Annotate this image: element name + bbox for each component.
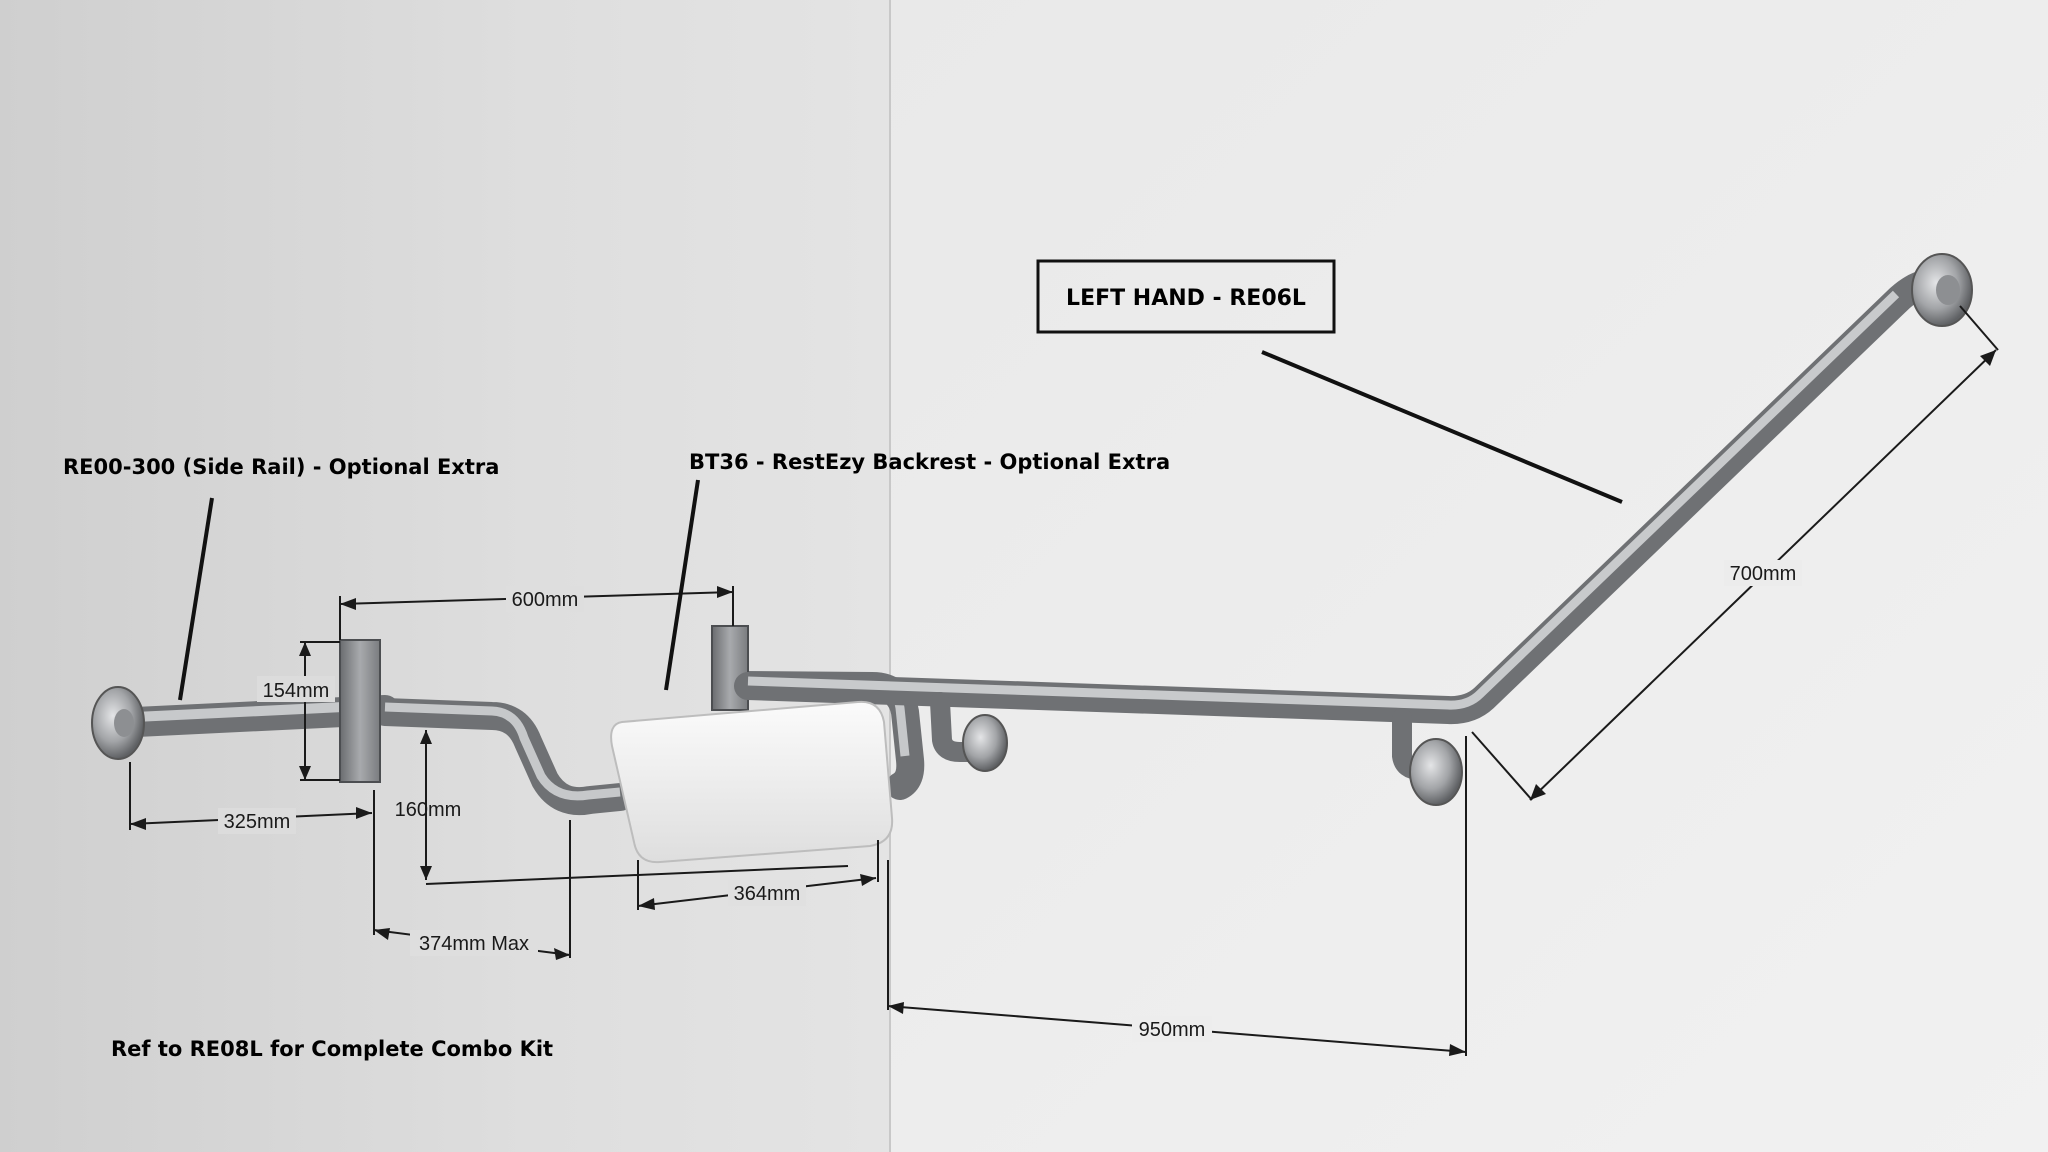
footer-note: Ref to RE08L for Complete Combo Kit [111, 1037, 553, 1061]
product-label: LEFT HAND - RE06L [1066, 286, 1306, 311]
dim-160: 160mm [395, 799, 462, 821]
standoff-bracket-1 [930, 692, 995, 762]
dim-325: 325mm [224, 811, 291, 833]
dim-154: 154mm [263, 680, 330, 702]
right-wall [890, 0, 2048, 1152]
dimension-arrowheads [130, 350, 1996, 1056]
product-leader [1261, 350, 1623, 504]
rail-assembly [91, 253, 1973, 815]
dim-600: 600mm [512, 589, 579, 611]
backrest-callout: BT36 - RestEzy Backrest - Optional Extra [689, 450, 1170, 474]
dimension-labels: 600mm 154mm 325mm 160mm 374mm Max 364mm … [218, 560, 1802, 1042]
mount-plate-left [339, 639, 381, 783]
dim-364: 364mm [734, 883, 801, 905]
backrest-pad [610, 700, 894, 864]
leader-lines [178, 350, 1623, 701]
dim-950: 950mm [1139, 1019, 1206, 1041]
left-wall [0, 0, 890, 1152]
dim-374: 374mm Max [419, 933, 529, 955]
side-rail-callout: RE00-300 (Side Rail) - Optional Extra [63, 455, 499, 479]
dim-700: 700mm [1730, 563, 1797, 585]
product-label-box [1036, 259, 1336, 334]
side-rail-leader [178, 497, 214, 701]
backrest-leader [664, 479, 700, 691]
